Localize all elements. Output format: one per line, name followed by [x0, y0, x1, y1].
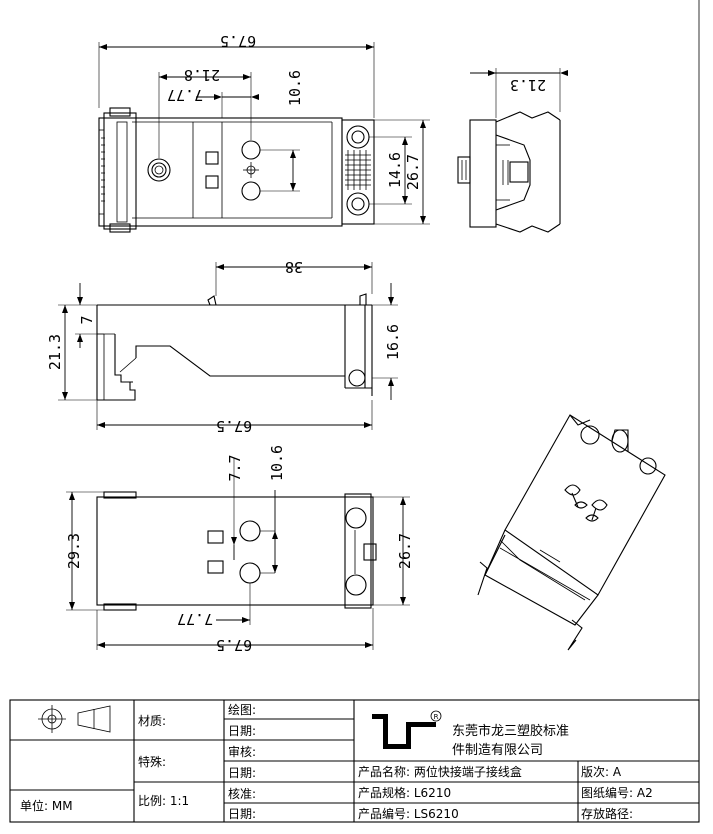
- side-view: 21.3: [457, 68, 568, 233]
- dim-bottom-29-3: 29.3: [65, 533, 83, 569]
- date2-label: 日期:: [228, 766, 256, 780]
- dim-front-7: 7: [78, 315, 96, 324]
- slot-bottom-lower: [207, 560, 224, 574]
- scale-label: 比例: 1:1: [138, 794, 189, 808]
- dim-front-38: 38: [285, 258, 303, 276]
- dim-top-26-7: 26.7: [404, 154, 422, 190]
- dim-top-14-6: 14.6: [386, 152, 404, 188]
- title-block: 材质: 特殊: 单位: MM 比例: 1:1 绘图: 日期: 审核: 日期: 核…: [9, 699, 700, 823]
- dim-top-10-6: 10.6: [286, 70, 304, 106]
- revision: 版次: A: [581, 765, 622, 779]
- left-terminal-teeth: [101, 137, 105, 202]
- product-name: 产品名称: 两位快接端子接线盒: [358, 764, 522, 779]
- date1-label: 日期:: [228, 724, 256, 738]
- slot-lower: [205, 175, 219, 189]
- screw-hole-upper: [241, 140, 261, 160]
- dim-top-21-8: 21.8: [184, 66, 220, 84]
- right-connector-block: [341, 119, 375, 225]
- storage-path: 存放路径:: [581, 806, 633, 821]
- drawing-no: 图纸编号: A2: [581, 785, 653, 800]
- material-label: 材质:: [138, 714, 166, 728]
- dim-front-21-3: 21.3: [46, 334, 64, 370]
- dim-top-7-77: 7.77: [167, 86, 203, 104]
- dim-front-width: 67.5: [216, 417, 252, 435]
- company-logo: R: [372, 710, 442, 749]
- bottom-view: 7.7 10.6 29.3 26.7 7.77 67.5: [65, 445, 414, 654]
- slot-bottom-upper: [207, 530, 224, 544]
- isometric-view: [477, 414, 666, 651]
- product-spec: 产品规格: L6210: [358, 785, 451, 800]
- screw-hole-lower: [241, 181, 261, 201]
- company-line1: 东莞市龙三塑胶标准: [452, 723, 569, 739]
- dim-top-width: 67.5: [220, 32, 256, 50]
- slot-upper: [205, 151, 219, 165]
- dim-bottom-10-6: 10.6: [268, 445, 286, 481]
- product-no: 产品编号: LS6210: [358, 806, 459, 821]
- dim-bottom-width: 67.5: [216, 636, 252, 654]
- unit-label: 单位: MM: [20, 798, 73, 813]
- drawing-label: 绘图:: [228, 702, 256, 717]
- company-line2: 件制造有限公司: [452, 743, 543, 758]
- dim-side-21-3: 21.3: [510, 76, 546, 94]
- date3-label: 日期:: [228, 807, 256, 821]
- top-view: 67.5 21.8 7.77 10.6 14.6 26.7: [98, 32, 430, 233]
- cable-gland-outer: [147, 158, 171, 182]
- dim-front-16-6: 16.6: [384, 324, 402, 360]
- review-label: 审核:: [228, 744, 256, 759]
- special-label: 特殊:: [138, 754, 166, 769]
- approve-label: 核准:: [228, 787, 256, 801]
- projection-symbol-cone: [77, 705, 111, 733]
- dim-bottom-7-77: 7.77: [177, 610, 213, 628]
- registered-mark: R: [434, 713, 439, 721]
- dim-bottom-7-7: 7.7: [226, 454, 244, 481]
- dim-bottom-26-7: 26.7: [396, 533, 414, 569]
- front-view: 38 21.3 7 16.6 67.5: [46, 258, 402, 435]
